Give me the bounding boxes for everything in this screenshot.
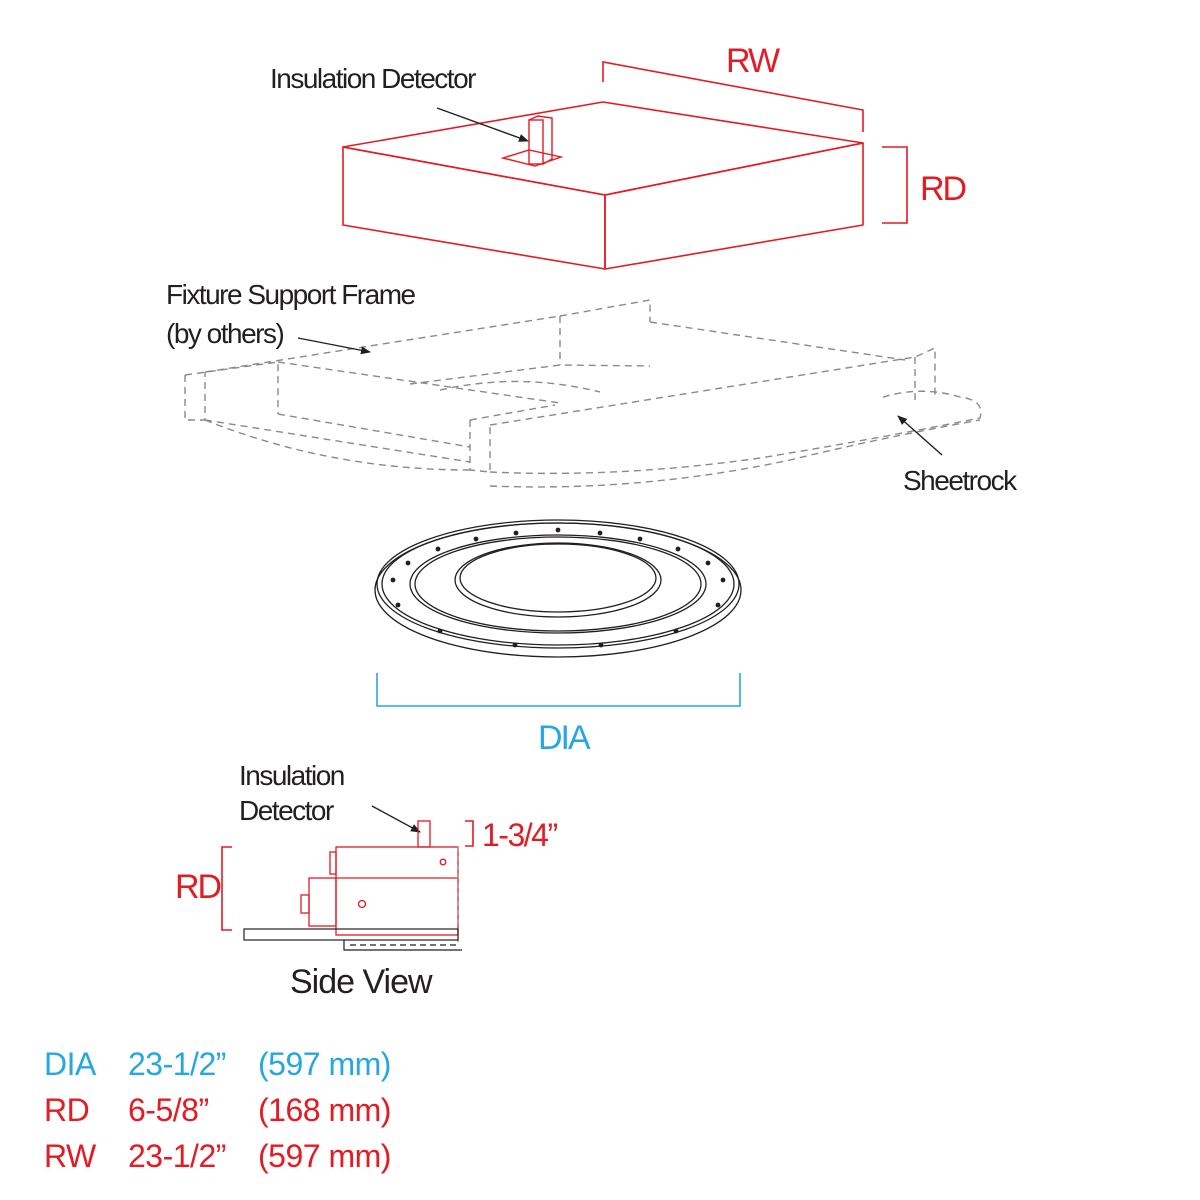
side-view-trim bbox=[343, 940, 462, 951]
insulation-detector-label: Insulation Detector bbox=[270, 63, 476, 94]
legend-inches: 23-1/2” bbox=[128, 1046, 226, 1082]
legend-code: RD bbox=[44, 1092, 90, 1128]
housing-side-face bbox=[604, 142, 864, 270]
legend-code: RW bbox=[44, 1138, 96, 1174]
rw-label: RW bbox=[726, 42, 780, 80]
sheetrock-label: Sheetrock bbox=[903, 465, 1018, 496]
side-insulation-detector-label-2: Detector bbox=[239, 795, 334, 826]
rw-dimension-line bbox=[602, 61, 864, 132]
legend-inches: 6-5/8” bbox=[128, 1092, 209, 1128]
insulation-detector-leader bbox=[436, 107, 529, 142]
detector-height-dimension-line bbox=[465, 820, 474, 847]
trim-ring-screw-holes bbox=[390, 527, 726, 648]
trim-ring bbox=[374, 519, 742, 658]
side-rd-label: RD bbox=[175, 868, 221, 906]
dia-label: DIA bbox=[538, 719, 591, 757]
dia-dimension-line bbox=[376, 673, 741, 707]
side-insulation-detector-leader bbox=[371, 805, 421, 833]
side-view-housing bbox=[300, 820, 459, 936]
rd-dimension-line bbox=[882, 146, 908, 224]
legend-mm: (168 mm) bbox=[258, 1092, 391, 1128]
recessed-housing bbox=[342, 101, 864, 270]
sheetrock-leader bbox=[897, 415, 943, 456]
fixture-support-frame-leader bbox=[297, 337, 371, 355]
side-view-caption: Side View bbox=[290, 963, 433, 1001]
sheetrock-panel bbox=[204, 390, 982, 488]
legend-inches: 23-1/2” bbox=[128, 1138, 226, 1174]
detector-height-label: 1-3/4” bbox=[482, 817, 557, 853]
fixture-support-frame-label-2: (by others) bbox=[166, 318, 283, 349]
side-view-sheetrock bbox=[243, 928, 459, 941]
housing-front-face bbox=[342, 146, 606, 270]
fixture-support-frame-label-1: Fixture Support Frame bbox=[166, 279, 416, 310]
side-rd-dimension-line bbox=[221, 846, 232, 931]
insulation-detector-top bbox=[500, 115, 564, 167]
side-insulation-detector-label-1: Insulation bbox=[239, 760, 344, 791]
legend-mm: (597 mm) bbox=[258, 1138, 391, 1174]
legend-mm: (597 mm) bbox=[258, 1046, 391, 1082]
rd-label: RD bbox=[920, 170, 966, 208]
legend-code: DIA bbox=[44, 1046, 96, 1082]
housing-top-face bbox=[342, 101, 864, 196]
fixture-support-frame bbox=[184, 299, 936, 473]
